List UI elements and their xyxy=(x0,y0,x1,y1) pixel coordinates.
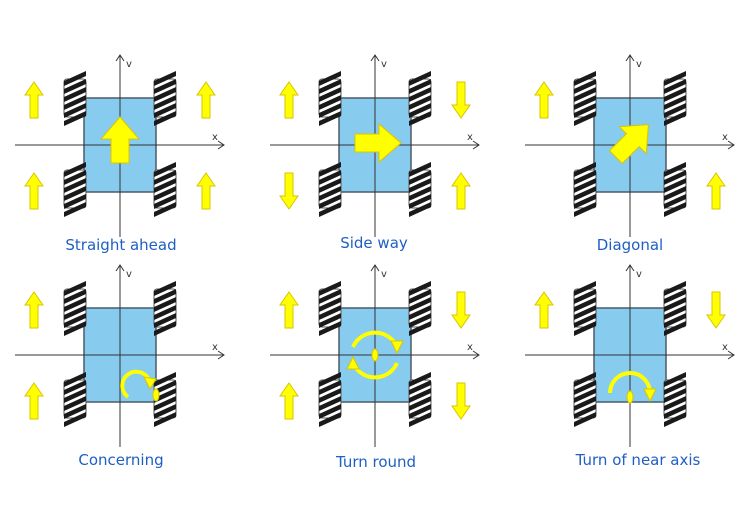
side-arrow-top-left-up xyxy=(24,291,44,329)
motion-arrow-up xyxy=(99,116,141,164)
wheel-rear-left xyxy=(318,162,342,217)
x-axis-arrowhead xyxy=(472,350,480,360)
wheel-rear-left xyxy=(63,372,87,427)
wheel-front-right xyxy=(663,281,687,336)
wheel-rear-left xyxy=(63,162,87,217)
panel-straight-ahead: xv xyxy=(15,54,225,237)
wheel-rear-left xyxy=(573,162,597,217)
pivot-point xyxy=(371,348,379,362)
side-arrow-bottom-left-up xyxy=(279,382,299,420)
wheel-front-left xyxy=(573,281,597,336)
x-axis-label: x xyxy=(467,132,473,143)
side-arrow-bottom-right-up xyxy=(196,172,216,210)
rotate-arrowhead-top xyxy=(390,340,404,355)
motion-arrow-right xyxy=(354,122,402,164)
caption-concerning: Concerning xyxy=(78,451,164,469)
wheel-rear-right xyxy=(153,162,177,217)
wheel-front-right xyxy=(663,71,687,126)
half-rotate-arrow xyxy=(608,371,652,394)
wheel-front-left xyxy=(63,281,87,336)
panel-concerning: xv xyxy=(15,264,225,447)
side-arrow-top-right-down xyxy=(451,291,471,329)
side-arrow-top-left-up xyxy=(24,81,44,119)
side-arrow-bottom-left-up xyxy=(24,172,44,210)
y-axis-label: v xyxy=(381,269,387,280)
panel-diagonal: xv xyxy=(525,54,735,237)
wheel-front-right xyxy=(408,71,432,126)
side-arrow-top-right-down xyxy=(451,81,471,119)
x-axis-label: x xyxy=(722,132,728,143)
wheel-rear-right xyxy=(408,162,432,217)
y-axis-arrowhead xyxy=(115,54,125,62)
wheel-rear-left xyxy=(318,372,342,427)
x-axis-arrowhead xyxy=(727,140,735,150)
y-axis-arrowhead xyxy=(625,54,635,62)
wheel-front-right xyxy=(408,281,432,336)
motion-arrow-up-right xyxy=(608,124,649,165)
side-arrow-top-right-down xyxy=(706,291,726,329)
pivot-point xyxy=(152,388,160,402)
x-axis-label: x xyxy=(467,342,473,353)
wheel-front-right xyxy=(153,71,177,126)
wheel-front-left xyxy=(318,71,342,126)
y-axis-arrowhead xyxy=(115,264,125,272)
panel-turn-round: xv xyxy=(270,264,480,447)
x-axis-arrowhead xyxy=(727,350,735,360)
y-axis-arrowhead xyxy=(370,54,380,62)
wheel-rear-right xyxy=(408,372,432,427)
caption-straight-ahead: Straight ahead xyxy=(65,236,177,254)
side-arrow-bottom-right-up xyxy=(451,172,471,210)
side-arrow-bottom-right-down xyxy=(451,382,471,420)
caption-side-way: Side way xyxy=(340,234,408,252)
curl-arrow xyxy=(120,369,152,399)
wheel-front-left xyxy=(63,71,87,126)
side-arrow-top-left-up xyxy=(279,81,299,119)
y-axis-label: v xyxy=(381,59,387,70)
side-arrow-top-left-up xyxy=(534,81,554,119)
caption-turn-round: Turn round xyxy=(335,453,417,471)
x-axis-arrowhead xyxy=(472,140,480,150)
side-arrow-top-left-up xyxy=(279,291,299,329)
x-axis-label: x xyxy=(212,342,218,353)
x-axis-arrowhead xyxy=(217,140,225,150)
wheel-rear-left xyxy=(573,372,597,427)
y-axis-label: v xyxy=(126,59,132,70)
caption-turn-near-axis: Turn of near axis xyxy=(575,451,701,469)
y-axis-arrowhead xyxy=(370,264,380,272)
side-arrow-top-left-up xyxy=(534,291,554,329)
half-rotate-arrowhead xyxy=(643,388,657,403)
wheel-front-left xyxy=(573,71,597,126)
side-arrow-bottom-left-up xyxy=(24,382,44,420)
curl-arrowhead xyxy=(143,376,157,391)
x-axis-label: x xyxy=(212,132,218,143)
wheel-front-left xyxy=(318,281,342,336)
wheel-front-right xyxy=(153,281,177,336)
panel-turn-near-axis: xv xyxy=(525,264,735,447)
y-axis-label: v xyxy=(636,59,642,70)
x-axis-arrowhead xyxy=(217,350,225,360)
pivot-point xyxy=(626,390,634,404)
y-axis-label: v xyxy=(126,269,132,280)
wheel-rear-right xyxy=(153,372,177,427)
panel-side-way: xv xyxy=(270,54,480,237)
wheel-rear-right xyxy=(663,162,687,217)
rotate-arrowhead-bottom xyxy=(346,355,360,370)
side-arrow-bottom-right-up xyxy=(706,172,726,210)
x-axis-label: x xyxy=(722,342,728,353)
y-axis-arrowhead xyxy=(625,264,635,272)
side-arrow-top-right-up xyxy=(196,81,216,119)
side-arrow-bottom-left-down xyxy=(279,172,299,210)
caption-diagonal: Diagonal xyxy=(596,236,664,254)
y-axis-label: v xyxy=(636,269,642,280)
wheel-rear-right xyxy=(663,372,687,427)
